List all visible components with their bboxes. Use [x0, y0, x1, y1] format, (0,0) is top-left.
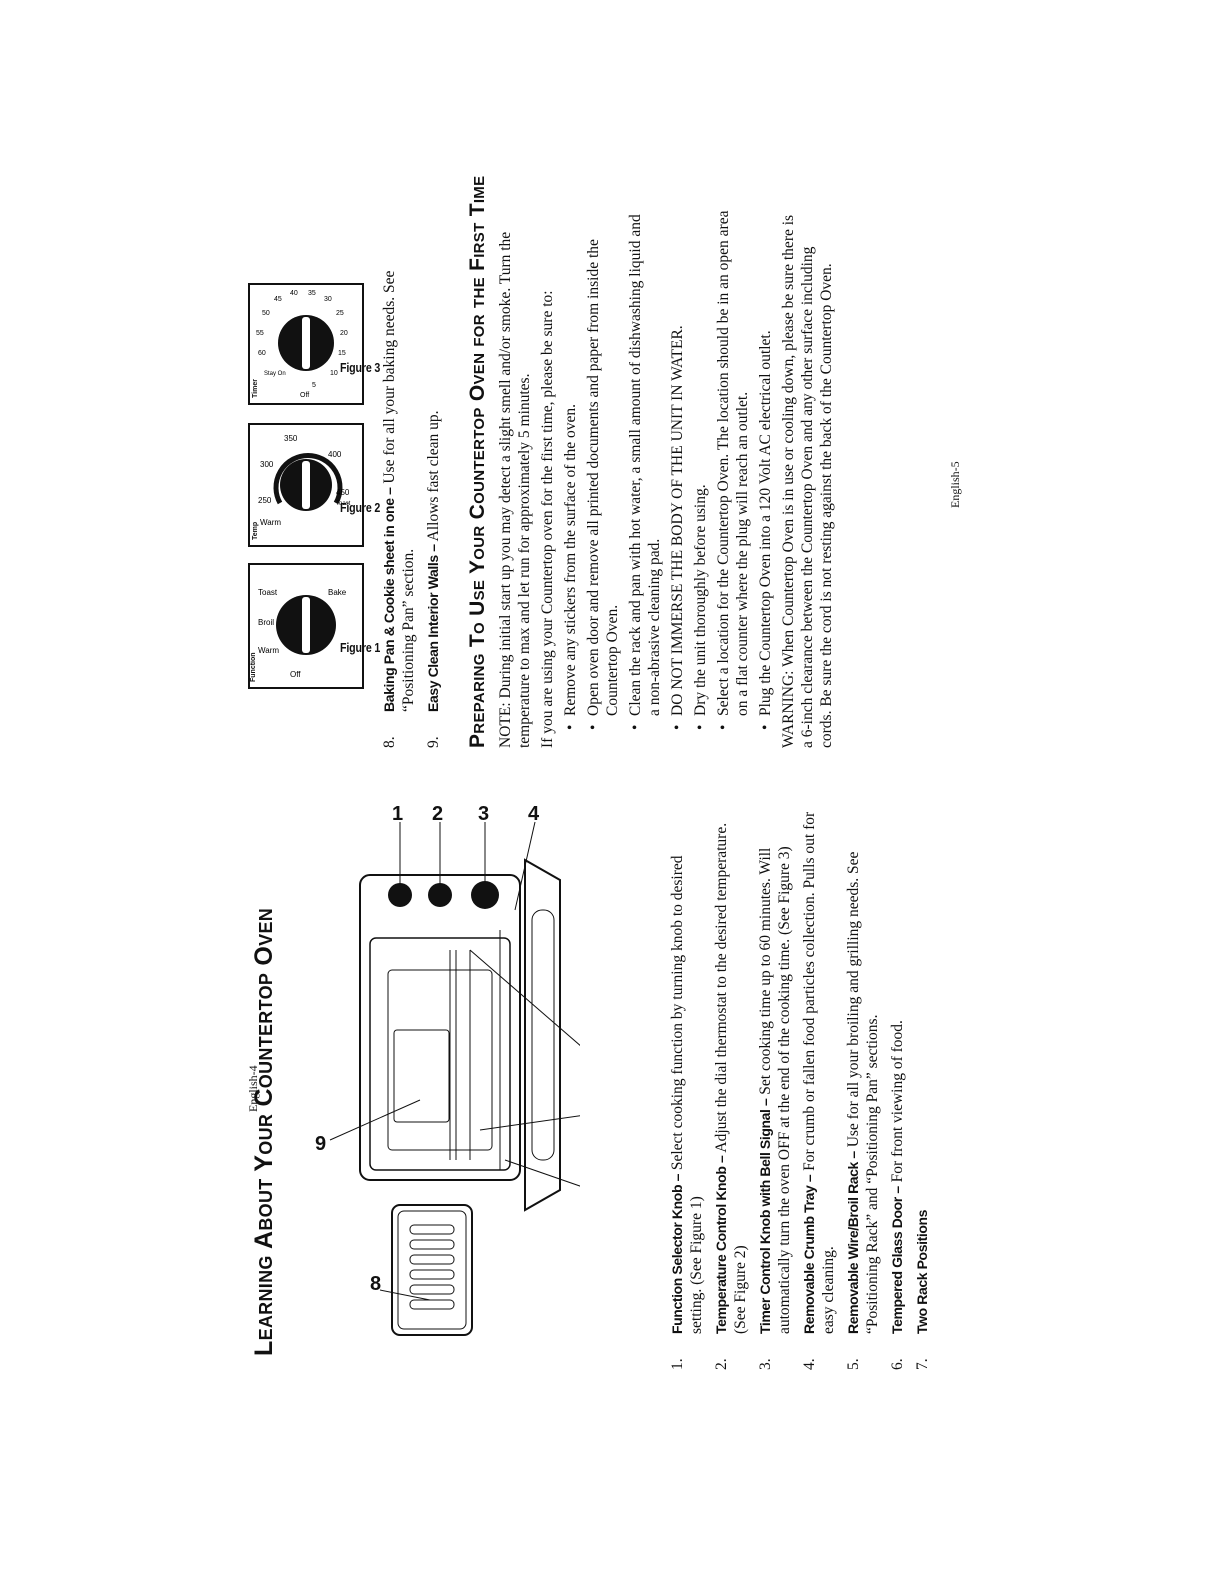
figure-2-label-warm: Warm	[260, 518, 281, 527]
list-item: •DO NOT IMMERSE THE BODY OF THE UNIT IN …	[669, 325, 686, 730]
figure-3-label-15: 15	[338, 350, 346, 357]
warning-label: WARNING:	[780, 670, 797, 749]
figure-3-label-10: 10	[330, 370, 338, 377]
figure-3: Off 5 10 15 20 25 30 35 40 45 50 55 60 S…	[248, 283, 364, 405]
item-label: Removable Crumb Tray –	[801, 1174, 817, 1334]
item-label: Function Selector Knob –	[669, 1174, 685, 1334]
item-label: Temperature Control Knob –	[713, 1155, 729, 1334]
figure-1-caption: Figure 1	[340, 640, 381, 655]
item-label: Tempered Glass Door –	[889, 1186, 905, 1334]
component-list: 1. Function Selector Knob – Select cooki…	[668, 810, 938, 1370]
figure-3-label-50: 50	[262, 310, 270, 317]
item-label: Timer Control Knob with Bell Signal –	[757, 1098, 773, 1334]
item-label: Two Rack Positions	[914, 1209, 930, 1334]
figure-3-label-40: 40	[290, 290, 298, 297]
list-item: 3. Timer Control Knob with Bell Signal –…	[757, 846, 793, 1370]
figure-1-title: Function	[250, 652, 257, 682]
figure-3-label-5: 5	[312, 382, 316, 389]
callout-2: 2	[432, 803, 443, 825]
callout-1: 1	[392, 803, 403, 825]
figure-1-label-warm: Warm	[258, 646, 279, 655]
first-time-instructions: NOTE: During initial start up you may de…	[496, 208, 840, 748]
figure-3-label-60: 60	[258, 350, 266, 357]
list-item: •Dry the unit thoroughly before using.	[692, 484, 709, 730]
figure-3-caption: Figure 3	[340, 360, 381, 375]
component-list-continued: 8. Baking Pan & Cookie sheet in one – Us…	[380, 268, 449, 748]
list-item: •Open oven door and remove all printed d…	[585, 239, 621, 730]
list-item: 6. Tempered Glass Door – For front viewi…	[889, 1020, 906, 1370]
note-text: During initial start up you may detect a…	[497, 231, 533, 748]
baking-pan-illustration	[391, 1204, 473, 1336]
intro-paragraph: If you are using your Countertop oven fo…	[539, 290, 556, 748]
list-item: •Clean the rack and pan with hot water, …	[627, 214, 663, 730]
item-text: Allows fast clean up.	[425, 410, 442, 545]
warning-text: When Countertop Oven is in use or coolin…	[780, 214, 835, 748]
figure-3-title: Timer	[252, 379, 259, 398]
list-item: 7. Two Rack Positions	[914, 1209, 931, 1370]
figure-2-label-toast: Toast	[336, 501, 351, 507]
list-item: 4. Removable Crumb Tray – For crumb or f…	[801, 811, 837, 1370]
figure-3-label-35: 35	[308, 290, 316, 297]
list-item: •Select a location for the Countertop Ov…	[715, 210, 751, 730]
note-label: NOTE:	[497, 702, 514, 748]
figure-2-label-450: 450	[336, 488, 350, 497]
figure-2-label-400: 400	[328, 450, 342, 459]
item-text: For front viewing of food.	[889, 1020, 906, 1187]
figure-1-label-toast: Toast	[258, 588, 278, 597]
list-item: 9. Easy Clean Interior Walls – Allows fa…	[425, 410, 442, 748]
callout-4: 4	[528, 803, 540, 825]
callout-9: 9	[315, 1133, 326, 1155]
figure-1-label-off: Off	[290, 670, 301, 679]
list-item: 5. Removable Wire/Broil Rack – Use for a…	[845, 851, 881, 1370]
figure-1-label-broil: Broil	[258, 618, 274, 627]
figure-1: Off Warm Broil Toast Bake	[248, 563, 364, 689]
figure-3-label-stay-on: Stay On	[264, 371, 286, 377]
page-footer-right: English-5	[948, 461, 962, 508]
figure-2-label-250: 250	[258, 496, 272, 505]
figure-3-label-45: 45	[274, 296, 282, 303]
callout-leaders	[329, 821, 580, 1301]
item-label: Removable Wire/Broil Rack –	[845, 1151, 861, 1334]
figure-2-title: Temp	[252, 521, 259, 540]
item-label: Easy Clean Interior Walls –	[425, 544, 441, 712]
figure-2: Warm 250 300 350 400 450 Toast	[248, 423, 364, 547]
figure-1-label-bake: Bake	[328, 588, 347, 597]
figure-3-label-55: 55	[256, 330, 264, 337]
section-title: Preparing To Use Your Countertop Oven fo…	[466, 175, 489, 748]
list-item: •Plug the Countertop Oven into a 120 Vol…	[757, 330, 774, 730]
figure-2-caption: Figure 2	[340, 500, 381, 515]
figure-2-label-350: 350	[284, 434, 298, 443]
list-item: 2. Temperature Control Knob – Adjust the…	[713, 822, 749, 1370]
figure-2-label-300: 300	[260, 460, 274, 469]
list-item: 8. Baking Pan & Cookie sheet in one – Us…	[381, 270, 417, 748]
figure-3-label-30: 30	[324, 296, 332, 303]
callout-8: 8	[370, 1273, 381, 1295]
list-item: 1. Function Selector Knob – Select cooki…	[669, 855, 705, 1370]
callout-3: 3	[478, 803, 489, 825]
item-label: Baking Pan & Cookie sheet in one –	[381, 487, 397, 712]
figure-3-label-off: Off	[300, 392, 309, 399]
list-item: •Remove any stickers from the surface of…	[562, 403, 579, 730]
oven-body-illustration	[359, 858, 561, 1212]
note-paragraph: NOTE: During initial start up you may de…	[496, 208, 534, 748]
figure-3-label-20: 20	[340, 330, 348, 337]
figure-3-label-25: 25	[336, 310, 344, 317]
page-footer-left: English-4	[246, 1065, 260, 1112]
warning-paragraph: WARNING: When Countertop Oven is in use …	[779, 208, 836, 748]
oven-diagram: 1 2 3 4 5 6 7 8 9	[315, 803, 580, 1336]
